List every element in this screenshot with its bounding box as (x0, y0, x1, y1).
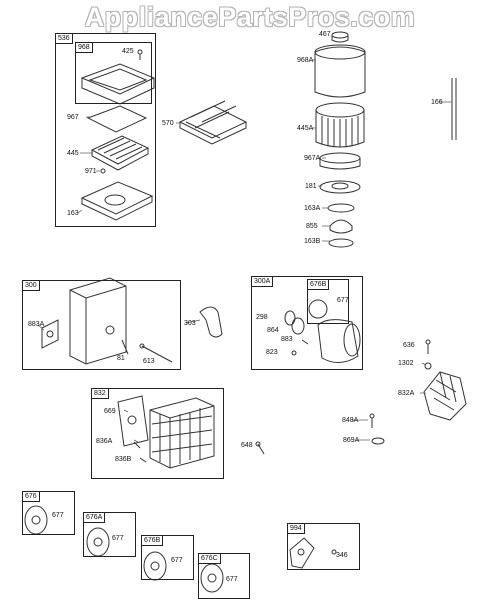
box-536 (55, 33, 156, 227)
label-677-676c: 677 (226, 576, 238, 583)
guard-832 (150, 398, 214, 468)
watermark: AppliancePartsPros.com (84, 2, 416, 32)
label-864: 864 (267, 327, 279, 334)
label-636: 636 (403, 342, 415, 349)
box-832-tag: 832 (91, 388, 109, 399)
label-163a: 163A (304, 205, 321, 212)
screen-832a (424, 372, 466, 420)
label-971: 971 (85, 168, 97, 175)
label-346: 346 (336, 552, 348, 559)
screw-836a (134, 442, 140, 448)
label-836b: 836B (115, 456, 132, 463)
screw-81 (122, 340, 128, 354)
label-832a: 832A (398, 390, 415, 397)
screw-613 (142, 346, 172, 362)
label-869a: 869A (343, 437, 360, 444)
knob-467 (332, 32, 348, 38)
screw-836b (140, 458, 146, 462)
label-836a: 836A (96, 438, 113, 445)
muffler-300a (318, 320, 358, 363)
label-677-676: 677 (52, 512, 64, 519)
box-536-tag: 536 (55, 33, 73, 44)
box-994 (287, 523, 360, 570)
label-823: 823 (266, 349, 278, 356)
box-676c-tag: 676C (198, 553, 221, 564)
label-883a: 883A (28, 321, 45, 328)
box-832 (91, 388, 224, 479)
label-445: 445 (67, 150, 79, 157)
label-181: 181 (305, 183, 317, 190)
washer-869a (372, 438, 384, 444)
gasket-298 (285, 311, 295, 325)
label-467: 467 (319, 31, 331, 38)
gasket-883a (42, 320, 58, 348)
box-300-tag: 300 (22, 280, 40, 291)
label-883: 883 (281, 336, 293, 343)
box-968-tag: 968 (75, 42, 93, 53)
label-848a: 848A (342, 417, 359, 424)
adapter-855 (330, 220, 352, 233)
muffler-300 (70, 278, 126, 364)
label-570: 570 (162, 120, 174, 127)
label-163b: 163B (304, 238, 321, 245)
label-968a: 968A (297, 57, 314, 64)
canister-cover (315, 47, 365, 97)
label-613: 613 (143, 358, 155, 365)
elbow-303 (200, 307, 222, 337)
label-445a: 445A (297, 125, 314, 132)
box-676-tag: 676 (22, 491, 40, 502)
pre-cleaner (88, 106, 146, 132)
box-676a-tag: 676A (83, 512, 106, 523)
label-967a: 967A (304, 155, 321, 162)
label-677-676b: 677 (171, 557, 183, 564)
base-181 (320, 181, 360, 193)
label-669: 669 (104, 408, 116, 415)
gasket-163a (328, 204, 354, 212)
box-300a-tag: 300A (251, 276, 274, 287)
box-300 (22, 280, 181, 370)
label-677-676a: 677 (112, 535, 124, 542)
screw-823 (292, 351, 296, 355)
label-967: 967 (67, 114, 79, 121)
nut-1302 (425, 363, 431, 369)
gasket-864 (292, 318, 304, 334)
label-1302: 1302 (398, 360, 414, 367)
label-163: 163 (67, 210, 79, 217)
gasket-163b (329, 239, 353, 247)
box-676 (22, 491, 75, 535)
label-166: 166 (431, 99, 443, 106)
filter-445a (316, 103, 364, 117)
screw-883 (302, 340, 308, 344)
label-81: 81 (117, 355, 125, 362)
box-968 (75, 42, 152, 104)
label-298: 298 (256, 314, 268, 321)
box-300a (251, 276, 363, 370)
box-676b (141, 535, 194, 580)
plate-669 (118, 396, 148, 446)
label-425: 425 (122, 48, 134, 55)
box-676b-inner-tag: 676B (307, 279, 330, 290)
cover-994 (290, 538, 314, 568)
guard-676b-inner (309, 300, 327, 318)
label-303: 303 (184, 320, 196, 327)
label-677-300a: 677 (337, 297, 349, 304)
box-994-tag: 994 (287, 523, 305, 534)
label-648: 648 (241, 442, 253, 449)
guard-676b (144, 552, 166, 580)
box-676c (198, 553, 250, 599)
guard-676c (201, 564, 223, 592)
nut-971 (101, 169, 105, 173)
box-676a (83, 512, 136, 557)
label-855: 855 (306, 223, 318, 230)
box-676b-tag: 676B (141, 535, 164, 546)
